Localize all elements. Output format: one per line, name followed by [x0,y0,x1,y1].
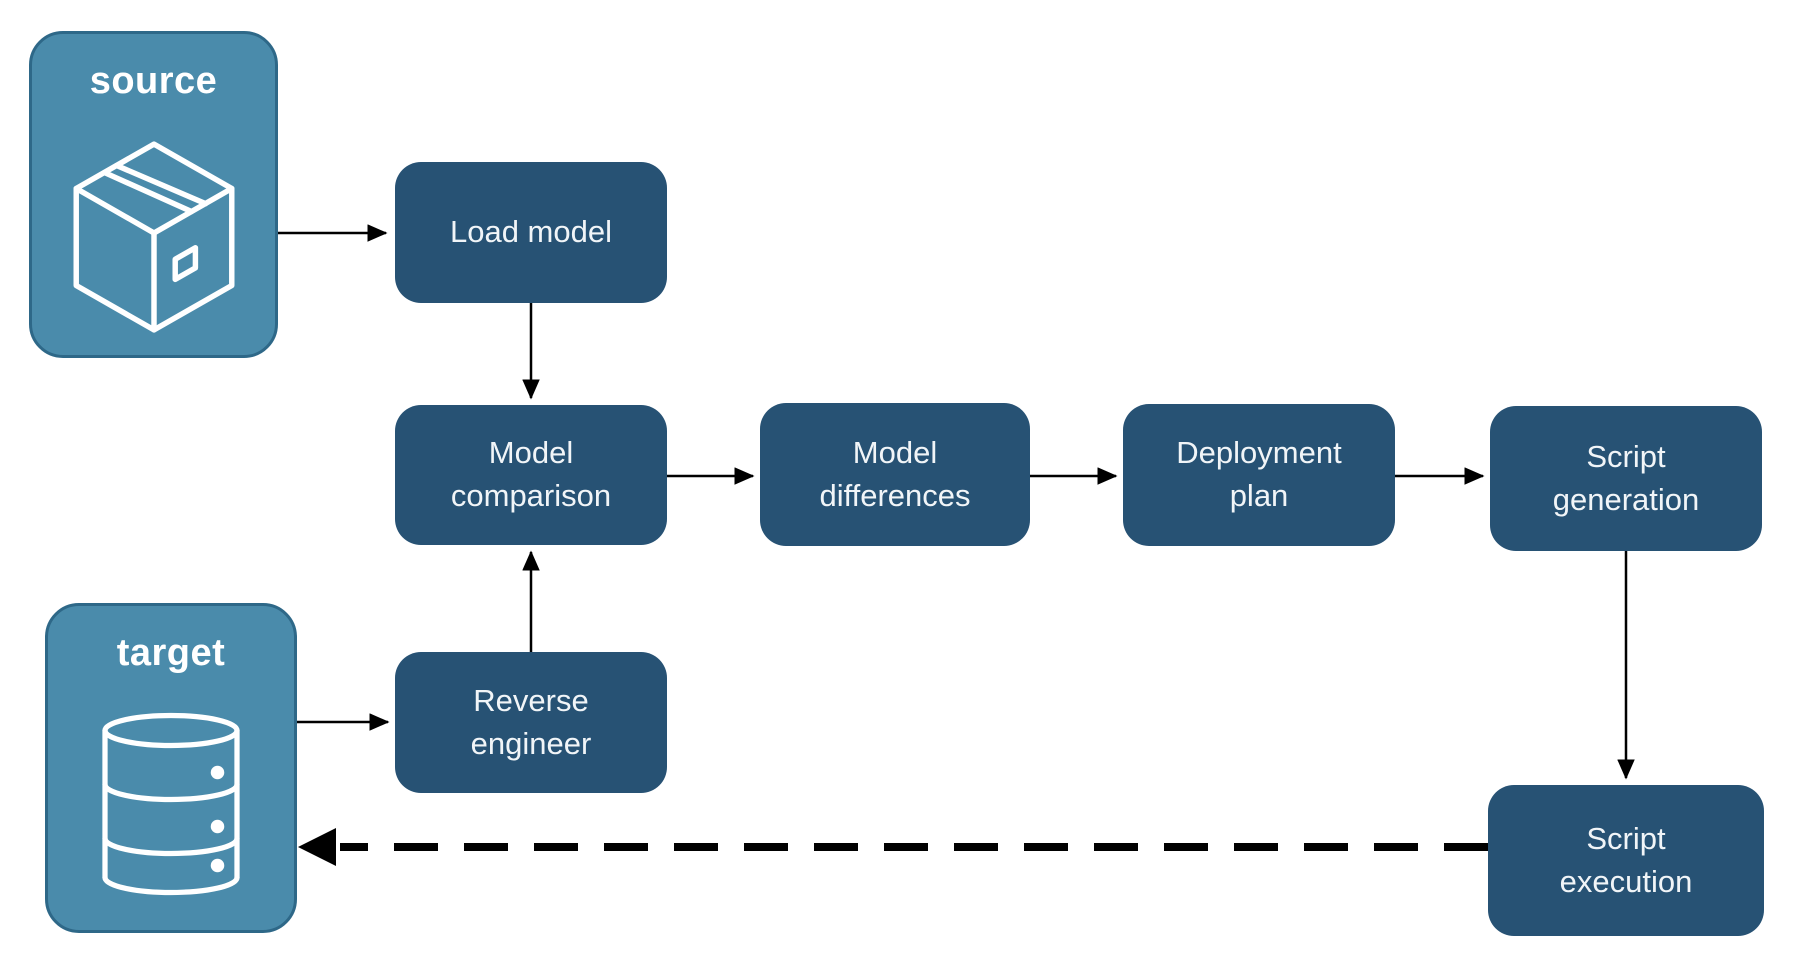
node-model-comparison: Model comparison [395,405,667,545]
node-reverse-engineer: Reverse engineer [395,652,667,793]
node-script-execution: Script execution [1488,785,1764,936]
arrow-script-execution-to-target [298,828,1488,866]
node-script-generation: Script generation [1490,406,1762,551]
node-label: Script generation [1552,438,1700,517]
target-box: target [45,603,297,933]
source-label: source [89,60,218,102]
package-icon [73,141,234,333]
node-label: Model comparison [450,435,612,513]
node-load-model: Load model [395,162,667,303]
node-label: Model differences [819,434,971,513]
node-label: Load model [449,214,612,250]
node-model-differences: Model differences [760,403,1030,546]
database-icon [102,712,240,896]
node-label: Reverse engineer [470,682,592,761]
source-box: source [29,31,278,358]
node-label: Script execution [1559,820,1693,899]
target-label: target [116,632,226,674]
node-label: Deployment plan [1176,435,1342,513]
node-deployment-plan: Deployment plan [1123,404,1395,546]
